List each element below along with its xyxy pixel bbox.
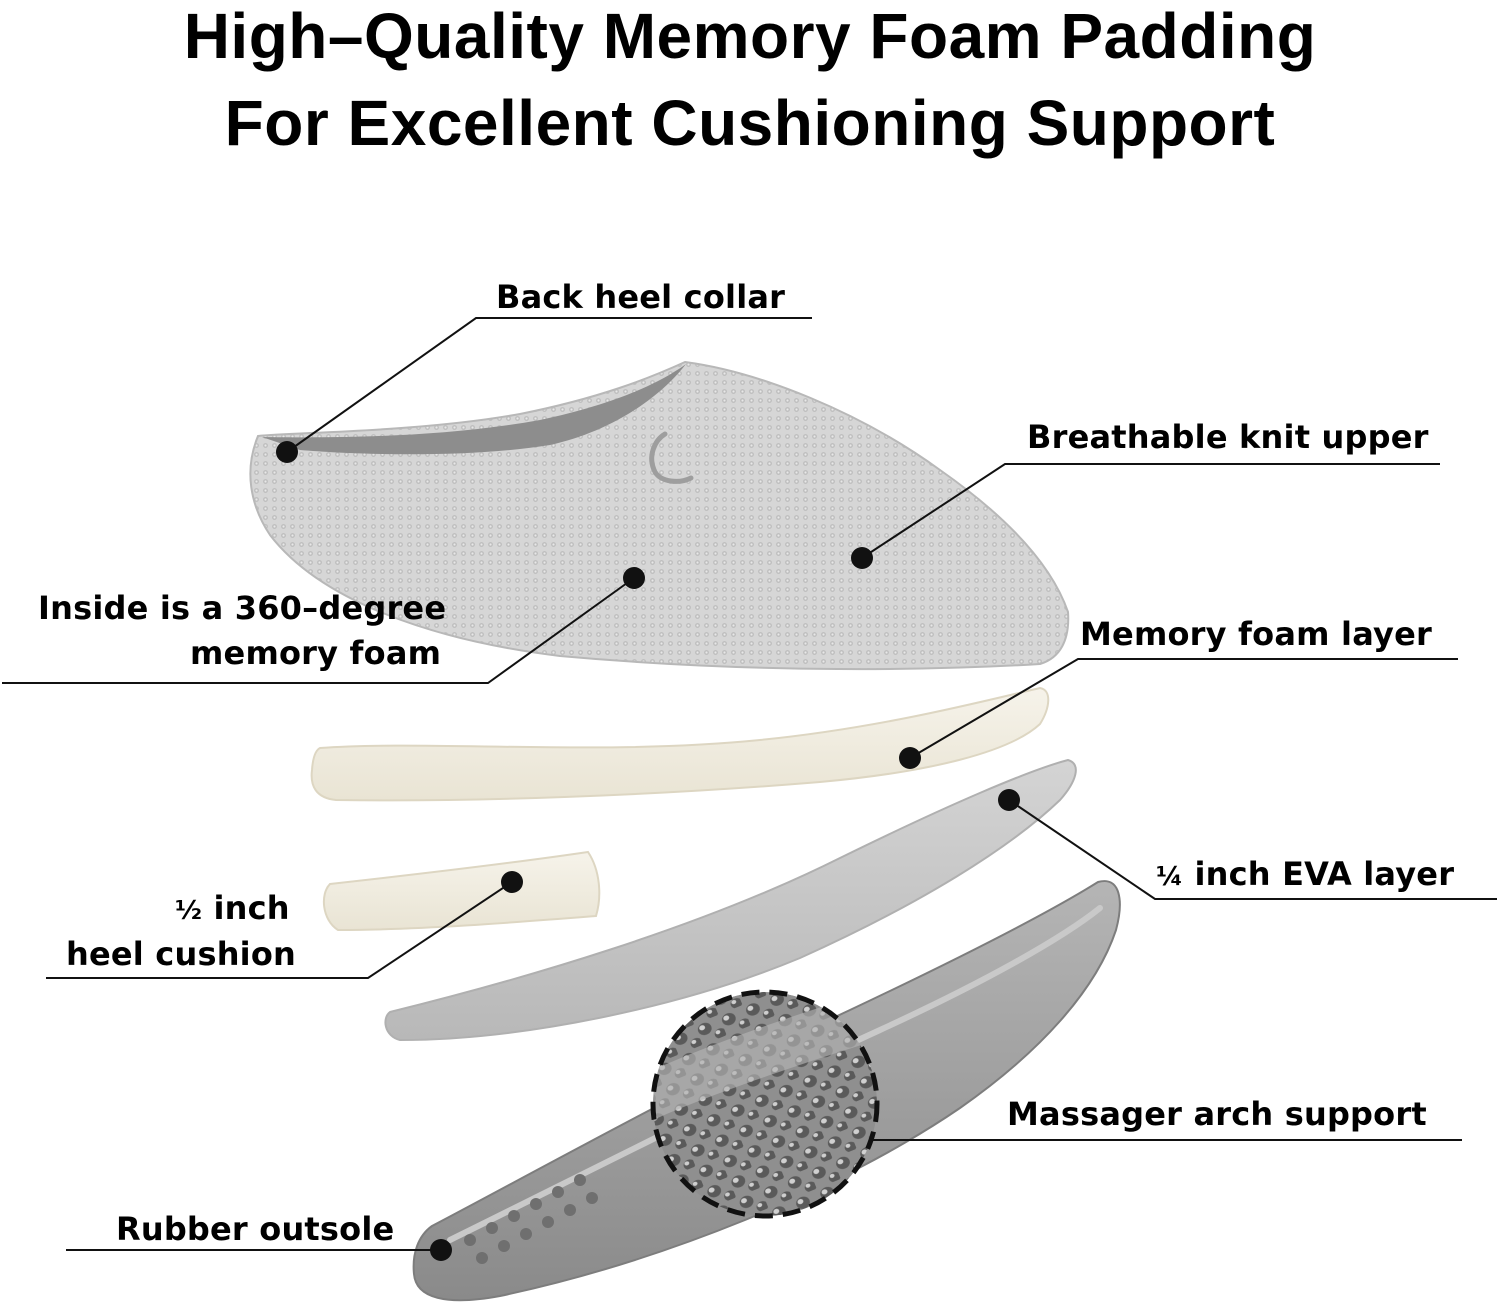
dot-eva <box>998 789 1020 811</box>
dot-memory-foam <box>899 747 921 769</box>
heel-cushion-inch: inch <box>213 889 290 927</box>
leader-lines <box>2 317 1497 1251</box>
label-memory-foam-layer: Memory foam layer <box>1080 615 1432 653</box>
label-breathable-knit-upper: Breathable knit upper <box>1027 418 1429 456</box>
eva-layer-shape <box>384 758 1077 1042</box>
dot-back-heel-collar <box>276 441 298 463</box>
knit-upper-shape <box>249 360 1070 671</box>
label-inside-foam-line1: Inside is a 360–degree <box>38 589 447 627</box>
label-inside-foam-line2: memory foam <box>190 634 442 672</box>
headline-line-1: High–Quality Memory Foam Padding <box>183 0 1317 72</box>
heel-cushion-shape <box>322 850 601 932</box>
memory-foam-layer-shape <box>310 686 1050 802</box>
label-back-heel-collar: Back heel collar <box>496 278 786 316</box>
label-heel-cushion-line2: heel cushion <box>66 935 297 973</box>
dot-knit-upper <box>851 547 873 569</box>
label-heel-cushion-line1: ½ inch <box>175 892 290 924</box>
callout-dots <box>276 441 1020 1261</box>
massager-magnifier <box>650 989 880 1219</box>
label-rubber-outsole: Rubber outsole <box>116 1210 395 1248</box>
headline-line-2: For Excellent Cushioning Support <box>224 87 1276 159</box>
label-massager-arch-support: Massager arch support <box>1007 1095 1427 1133</box>
heel-cushion-fraction: ½ <box>175 896 203 926</box>
eva-text: inch EVA layer <box>1194 855 1455 893</box>
label-eva-layer: ¼ inch EVA layer <box>1156 858 1454 890</box>
dot-heel-cushion <box>501 871 523 893</box>
eva-fraction: ¼ <box>1156 862 1184 892</box>
dot-inside-foam <box>623 567 645 589</box>
dot-outsole <box>430 1239 452 1261</box>
